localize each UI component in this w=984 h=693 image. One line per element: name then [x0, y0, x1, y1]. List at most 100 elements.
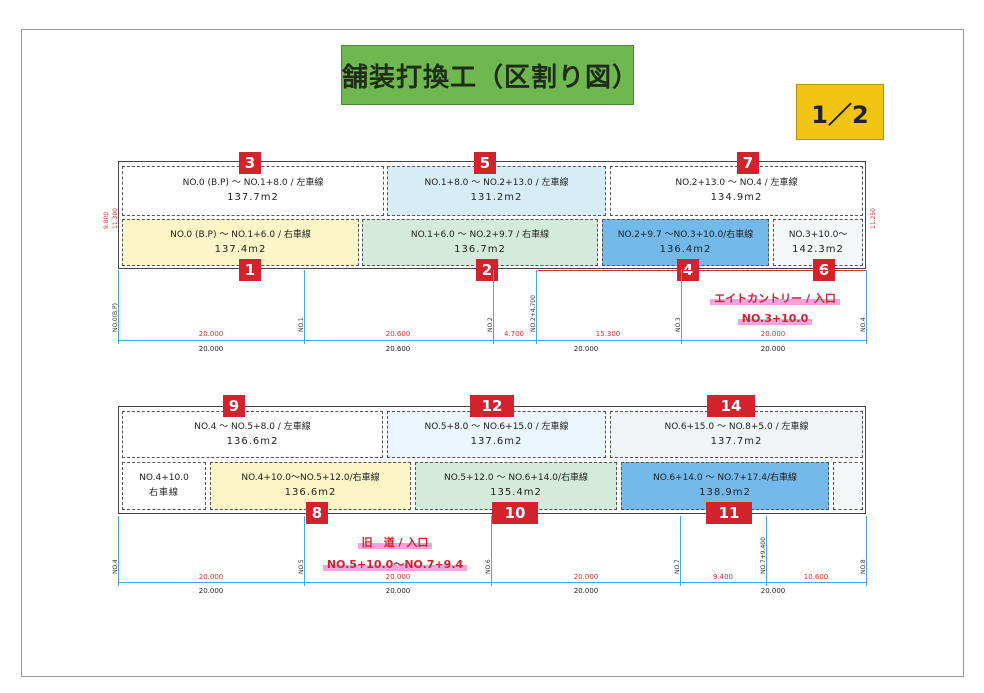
block-area: 136.7m2	[454, 243, 506, 255]
section1-entrance: エイトカントリー / 入口 NO.3+10.0	[690, 290, 860, 325]
black-dim: 20.000	[573, 587, 599, 595]
badge-5: 5	[474, 152, 496, 174]
block-area: 137.4m2	[214, 243, 267, 255]
block-range: NO.5+8.0 ～ NO.6+15.0 / 左車線	[424, 421, 569, 432]
block-area: 134.9m2	[710, 192, 763, 203]
red-dim: 9.400	[712, 573, 734, 581]
dimension-line	[118, 340, 866, 341]
section1-block-4: NO.2+9.7 ～NO.3+10.0/右車線 136.4m2	[602, 219, 769, 266]
station-label: NO.1	[298, 317, 305, 332]
block-range: NO.1+8.0 ～ NO.2+13.0 / 左車線	[424, 178, 569, 188]
station-line	[118, 516, 119, 586]
block-area: 137.7m2	[710, 435, 763, 447]
block-range: NO.1+6.0 ～ NO.2+9.7 / 右車線	[410, 229, 550, 240]
badge-12: 12	[470, 395, 514, 417]
station-line	[304, 516, 305, 586]
badge-14: 14	[707, 395, 755, 417]
block-range: NO.0 (B.P) ～ NO.1+6.0 / 右車線	[170, 229, 311, 240]
block-area: 136.6m2	[226, 435, 279, 447]
red-dim: 20.000	[385, 573, 411, 581]
red-dim: 4.700	[503, 330, 525, 338]
station-line	[681, 270, 682, 344]
dimension-line	[118, 582, 866, 583]
black-dim: 20.000	[385, 587, 411, 595]
red-dim: 10.600	[803, 573, 829, 581]
block-range: NO.6+14.0 ～ NO.7+17.4/右車線	[653, 473, 797, 483]
block-area: 131.2m2	[470, 192, 523, 203]
block-range: NO.2+13.0 ～ NO.4 / 左車線	[675, 178, 798, 188]
section2-block-9: NO.4 ～ NO.5+8.0 / 左車線 136.6m2	[122, 411, 383, 458]
station-label: NO.5	[298, 559, 305, 574]
block-area: 142.3m2	[792, 243, 844, 255]
entrance-station: NO.5+10.0～NO.7+9.4	[322, 558, 468, 571]
entrance-station: NO.3+10.0	[737, 312, 813, 325]
station-line	[866, 516, 867, 586]
block-range: NO.4+10.0	[139, 473, 189, 483]
badge-9: 9	[223, 395, 245, 417]
station-line	[766, 516, 767, 586]
black-dim: 20.000	[760, 587, 786, 595]
black-dim: 20.000	[198, 587, 224, 595]
red-dim: 20.000	[760, 330, 786, 338]
station-line	[866, 270, 867, 344]
section1-block-7: NO.2+13.0 ～ NO.4 / 左車線 134.9m2	[610, 166, 863, 216]
badge-11: 11	[706, 502, 752, 524]
station-line	[491, 516, 492, 586]
station-label: NO.6	[485, 559, 492, 574]
section2-block-right-lane: NO.4+10.0 右車線	[122, 462, 206, 510]
block-range: NO.4+10.0～NO.5+12.0/右車線	[241, 473, 380, 483]
page-indicator: 1／2	[796, 84, 884, 140]
side-dim-right: 11.250	[870, 208, 877, 229]
block-area: 136.4m2	[659, 243, 712, 255]
section2-block-14: NO.6+15.0 ～ NO.8+5.0 / 左車線 137.7m2	[610, 411, 863, 458]
section2-entrance: 旧 道 / 入口 NO.5+10.0～NO.7+9.4	[305, 534, 485, 572]
black-dim: 20.000	[760, 345, 786, 353]
section1-block-3: NO.0 (B.P) ～ NO.1+8.0 / 左車線 137.7m2	[122, 166, 384, 216]
block-area: 135.4m2	[490, 487, 542, 498]
badge-10: 10	[492, 502, 538, 524]
station-line	[304, 270, 305, 344]
block-range: NO.3+10.0～	[788, 229, 848, 240]
badge-1: 1	[239, 259, 261, 281]
block-range: NO.2+9.7 ～NO.3+10.0/右車線	[617, 229, 754, 240]
red-dim: 15.300	[595, 330, 621, 338]
black-dim: 20.000	[573, 345, 599, 353]
section2-block-12: NO.5+8.0 ～ NO.6+15.0 / 左車線 137.6m2	[387, 411, 606, 458]
station-line	[118, 270, 119, 344]
side-dim-left-outer: 9.800	[103, 211, 110, 229]
station-label: NO.2+4.700	[530, 295, 537, 332]
red-dim: 20.000	[573, 573, 599, 581]
station-line	[536, 270, 537, 344]
block-range: NO.5+12.0 ～ NO.6+14.0/右車線	[444, 473, 588, 483]
station-line	[493, 270, 494, 344]
page-frame	[21, 29, 964, 677]
badge-2: 2	[476, 259, 498, 281]
block-range: NO.4 ～ NO.5+8.0 / 左車線	[194, 421, 311, 432]
block-range: NO.0 (B.P) ～ NO.1+8.0 / 左車線	[182, 178, 324, 188]
black-dim: 20.000	[198, 345, 224, 353]
red-dim: 20.000	[198, 573, 224, 581]
station-label: NO.0(B.P)	[112, 302, 119, 332]
red-dim: 20.000	[198, 330, 224, 338]
station-label: NO.7+9.400	[760, 537, 767, 574]
section1-block-5: NO.1+8.0 ～ NO.2+13.0 / 左車線 131.2m2	[387, 166, 606, 216]
badge-7: 7	[737, 152, 759, 174]
black-dim: 20.600	[385, 345, 411, 353]
station-label: NO.4	[860, 317, 867, 332]
block-area: 137.6m2	[470, 435, 523, 447]
block-area: 137.7m2	[227, 192, 279, 203]
entrance-label: 旧 道 / 入口	[357, 536, 433, 549]
station-label: NO.4	[112, 559, 119, 574]
section1-block-6: NO.3+10.0～ 142.3m2	[773, 219, 863, 266]
section2-block-edge	[833, 462, 863, 510]
red-dim: 20.600	[385, 330, 411, 338]
station-label: NO.7	[674, 559, 681, 574]
block-area: 右車線	[148, 488, 179, 498]
station-line	[680, 516, 681, 586]
block-area: 136.6m2	[284, 487, 337, 498]
section1-red-line	[538, 270, 866, 271]
side-dim-left-inner: 11.300	[112, 208, 119, 229]
page-title: 舗装打換工（区割り図）	[341, 45, 638, 105]
station-label: NO.3	[675, 317, 682, 332]
station-label: NO.8	[860, 559, 867, 574]
